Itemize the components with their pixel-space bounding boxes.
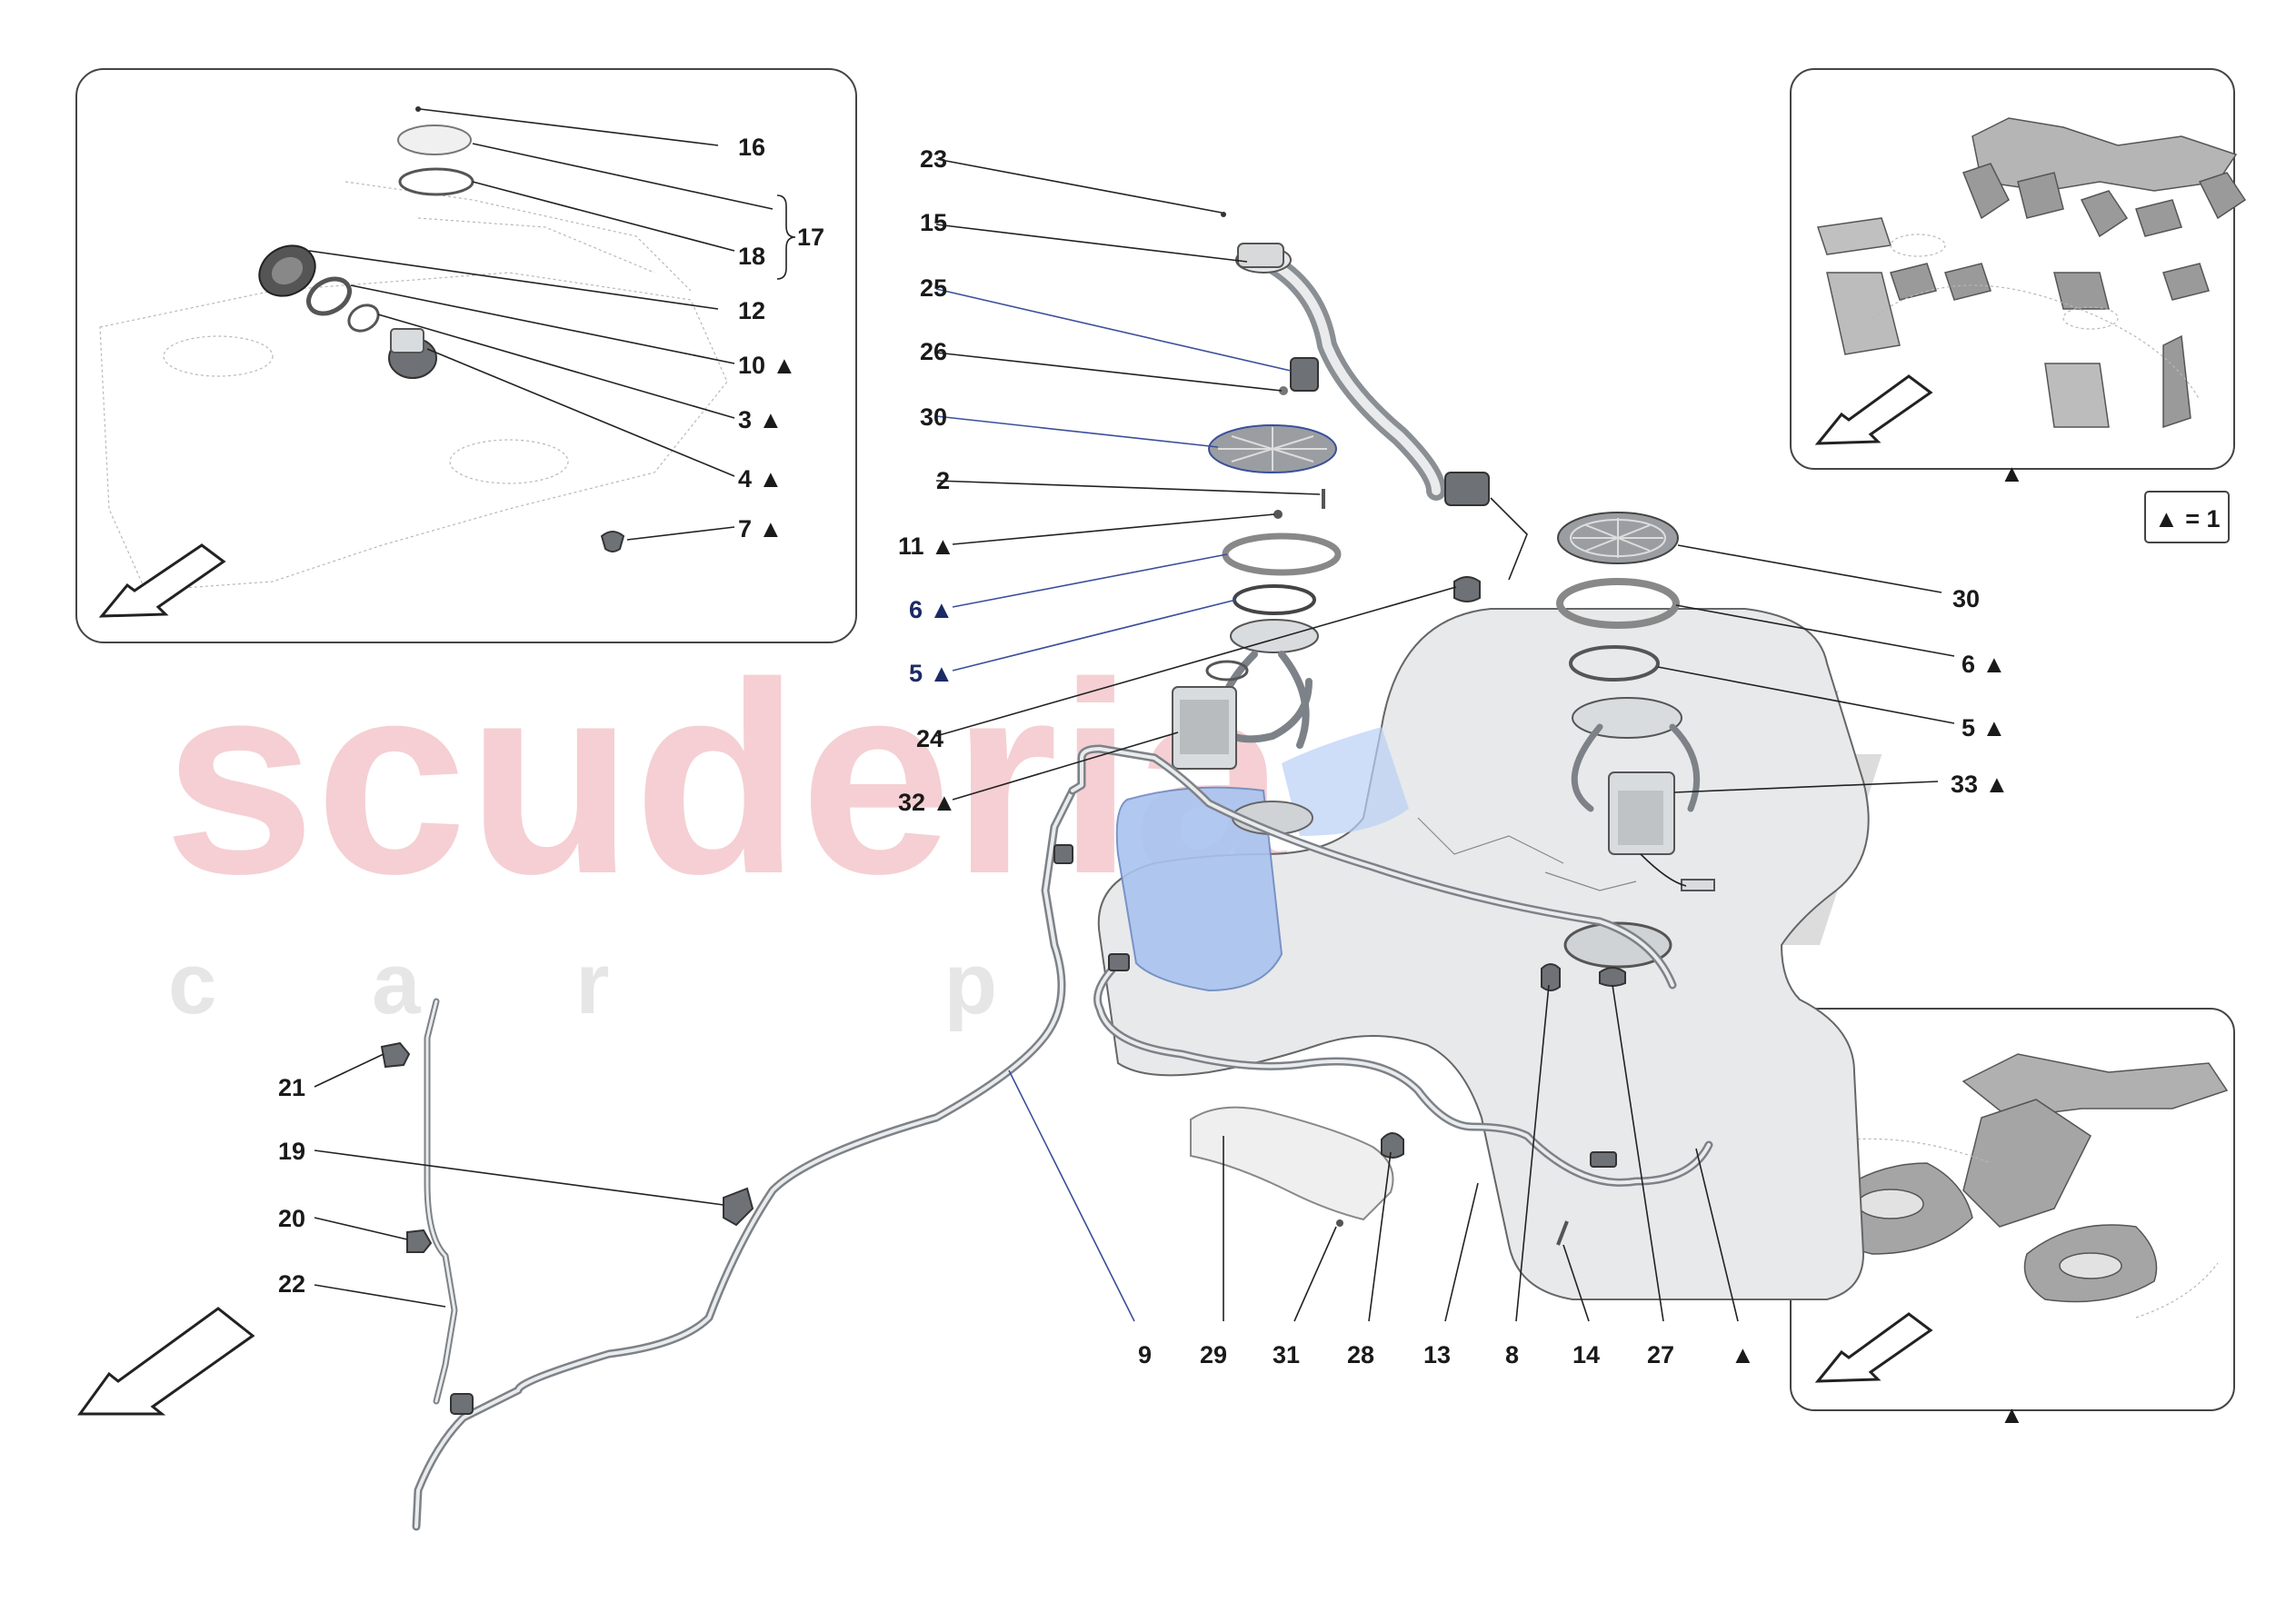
callout-5-center: 5 ▲ bbox=[909, 660, 953, 687]
clamp-27 bbox=[1599, 967, 1626, 987]
callout-19: 19 bbox=[278, 1138, 305, 1165]
legend-box: ▲ = 1 bbox=[2144, 491, 2230, 543]
callout-33: 33 ▲ bbox=[1951, 771, 2009, 798]
callout-11: 11 ▲ bbox=[898, 532, 955, 560]
valve-25 bbox=[1279, 357, 1319, 395]
callout-26: 26 bbox=[920, 338, 947, 365]
callout-marker-bottom: ▲ bbox=[1731, 1341, 1755, 1368]
ring-6-center bbox=[1222, 532, 1342, 576]
fuel-pump-32 bbox=[1172, 619, 1319, 770]
direction-arrow-top-right bbox=[1814, 374, 1933, 445]
flange-12 bbox=[258, 244, 316, 297]
screw-31 bbox=[1336, 1219, 1343, 1227]
panel-marker-bottom: ▲ bbox=[2000, 1401, 2024, 1428]
cover-disc-17 bbox=[397, 124, 472, 155]
callout-8: 8 bbox=[1505, 1341, 1519, 1368]
callout-31: 31 bbox=[1273, 1341, 1300, 1368]
nut-11 bbox=[1273, 510, 1283, 519]
legend-text: ▲ = 1 bbox=[2154, 505, 2221, 532]
callout-4: 4 ▲ bbox=[738, 465, 783, 493]
callout-16: 16 bbox=[738, 134, 765, 161]
callout-6-center: 6 ▲ bbox=[909, 596, 953, 623]
detail-panel-top-left: 16 17 18 12 10 ▲ 3 ▲ 4 ▲ 7 ▲ bbox=[75, 68, 857, 643]
cover-30-right bbox=[1557, 512, 1679, 564]
bolt-14 bbox=[1556, 1220, 1569, 1246]
inset-panel-top-right: ▲ bbox=[1790, 68, 2247, 487]
callout-12: 12 bbox=[738, 297, 765, 324]
callout-15: 15 bbox=[920, 209, 947, 236]
callout-27: 27 bbox=[1647, 1341, 1674, 1368]
callout-9: 9 bbox=[1138, 1341, 1152, 1368]
fuel-tank bbox=[1097, 608, 1870, 1300]
ring-6-right bbox=[1556, 578, 1680, 629]
callout-28: 28 bbox=[1347, 1341, 1374, 1368]
clip-28 bbox=[1381, 1132, 1404, 1159]
heat-shields-top bbox=[1817, 117, 2247, 429]
callout-5-right: 5 ▲ bbox=[1962, 714, 2006, 741]
clip-19 bbox=[723, 1187, 754, 1227]
bracket-29 bbox=[1190, 1106, 1394, 1221]
clamp-24 bbox=[1453, 576, 1481, 602]
screw-16 bbox=[415, 106, 421, 112]
filler-neck-15 bbox=[1221, 212, 1528, 581]
callout-23: 23 bbox=[920, 145, 947, 173]
callout-18: 18 bbox=[738, 243, 765, 270]
callout-32: 32 ▲ bbox=[898, 789, 956, 816]
panel-marker-top: ▲ bbox=[2000, 460, 2024, 487]
callout-7: 7 ▲ bbox=[738, 515, 783, 542]
callout-13: 13 bbox=[1423, 1341, 1451, 1368]
direction-arrow-bottom-right bbox=[1814, 1312, 1933, 1383]
fuel-pump-33 bbox=[1571, 697, 1715, 891]
o-ring-5-right bbox=[1569, 645, 1660, 682]
callout-2: 2 bbox=[936, 467, 950, 494]
direction-arrow-panel bbox=[98, 543, 226, 618]
ring-3 bbox=[347, 304, 380, 333]
clip-7 bbox=[600, 531, 625, 552]
callout-30-right: 30 bbox=[1952, 585, 1980, 612]
callout-20: 20 bbox=[278, 1205, 305, 1232]
tank-ghost-sketch bbox=[99, 181, 728, 592]
callout-14: 14 bbox=[1572, 1341, 1600, 1368]
fuel-line-9 bbox=[412, 744, 1677, 1531]
callout-17: 17 bbox=[797, 224, 824, 251]
vent-line-22 bbox=[424, 998, 474, 1415]
tank-opening-front bbox=[1563, 921, 1672, 969]
o-ring-5-center bbox=[1233, 584, 1316, 615]
cover-30-center bbox=[1208, 424, 1337, 473]
callout-22: 22 bbox=[278, 1270, 305, 1298]
clip-21 bbox=[380, 1041, 411, 1069]
clip-8 bbox=[1541, 963, 1561, 991]
callout-3: 3 ▲ bbox=[738, 406, 783, 433]
callout-24: 24 bbox=[916, 725, 943, 752]
direction-arrow-main bbox=[77, 1307, 255, 1416]
callout-21: 21 bbox=[278, 1074, 305, 1101]
callout-30-center: 30 bbox=[920, 403, 947, 431]
callout-29: 29 bbox=[1200, 1341, 1227, 1368]
heat-shields-bottom bbox=[1826, 1053, 2229, 1303]
fuel-line-13 bbox=[1093, 953, 1713, 1187]
callout-6-right: 6 ▲ bbox=[1962, 651, 2006, 678]
clip-20 bbox=[406, 1229, 433, 1253]
ring-10 bbox=[306, 276, 352, 316]
callout-25: 25 bbox=[920, 274, 947, 302]
valve-4 bbox=[388, 328, 437, 379]
watermark-brand: scuderia bbox=[164, 625, 1287, 930]
callout-10: 10 ▲ bbox=[738, 352, 796, 379]
